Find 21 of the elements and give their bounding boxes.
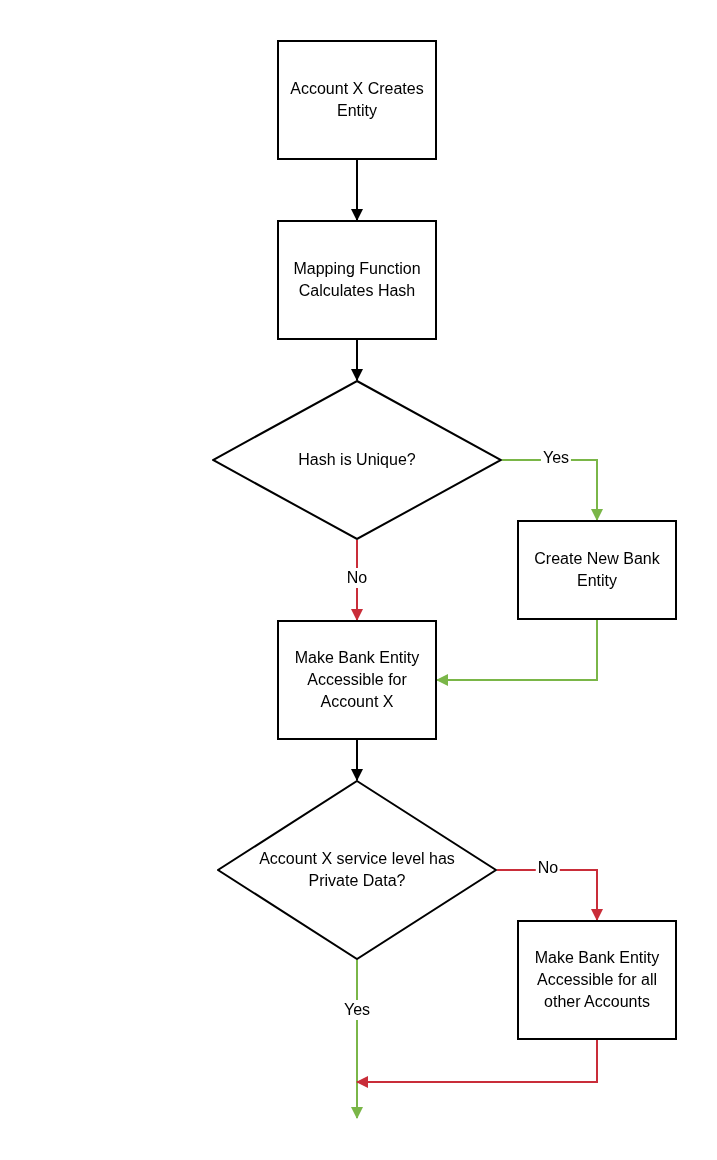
arrow [351,339,363,381]
edge-label: Yes [341,1000,373,1020]
arrow [351,959,363,1119]
node-text: Make Bank Entity Accessible for Account X [293,648,421,712]
process-box [517,920,677,1040]
process-box [277,220,437,340]
decision-diamond [217,780,497,960]
process-box [277,40,437,160]
arrow [351,739,363,781]
node-text: Account X service level has Private Data? [258,849,456,891]
node-text: Create New Bank Entity [533,549,661,591]
arrow [351,159,363,221]
decision-diamond [212,380,502,540]
node-text: Account X Creates Entity [289,79,425,121]
process-box [517,520,677,620]
node-text: Mapping Function Calculates Hash [292,259,422,301]
arrow [436,619,598,686]
node-text: Make Bank Entity Accessible for all other Accounts [533,948,661,1012]
process-box [277,620,437,740]
arrow [356,1039,598,1088]
node-text: Hash is Unique? [298,450,416,470]
